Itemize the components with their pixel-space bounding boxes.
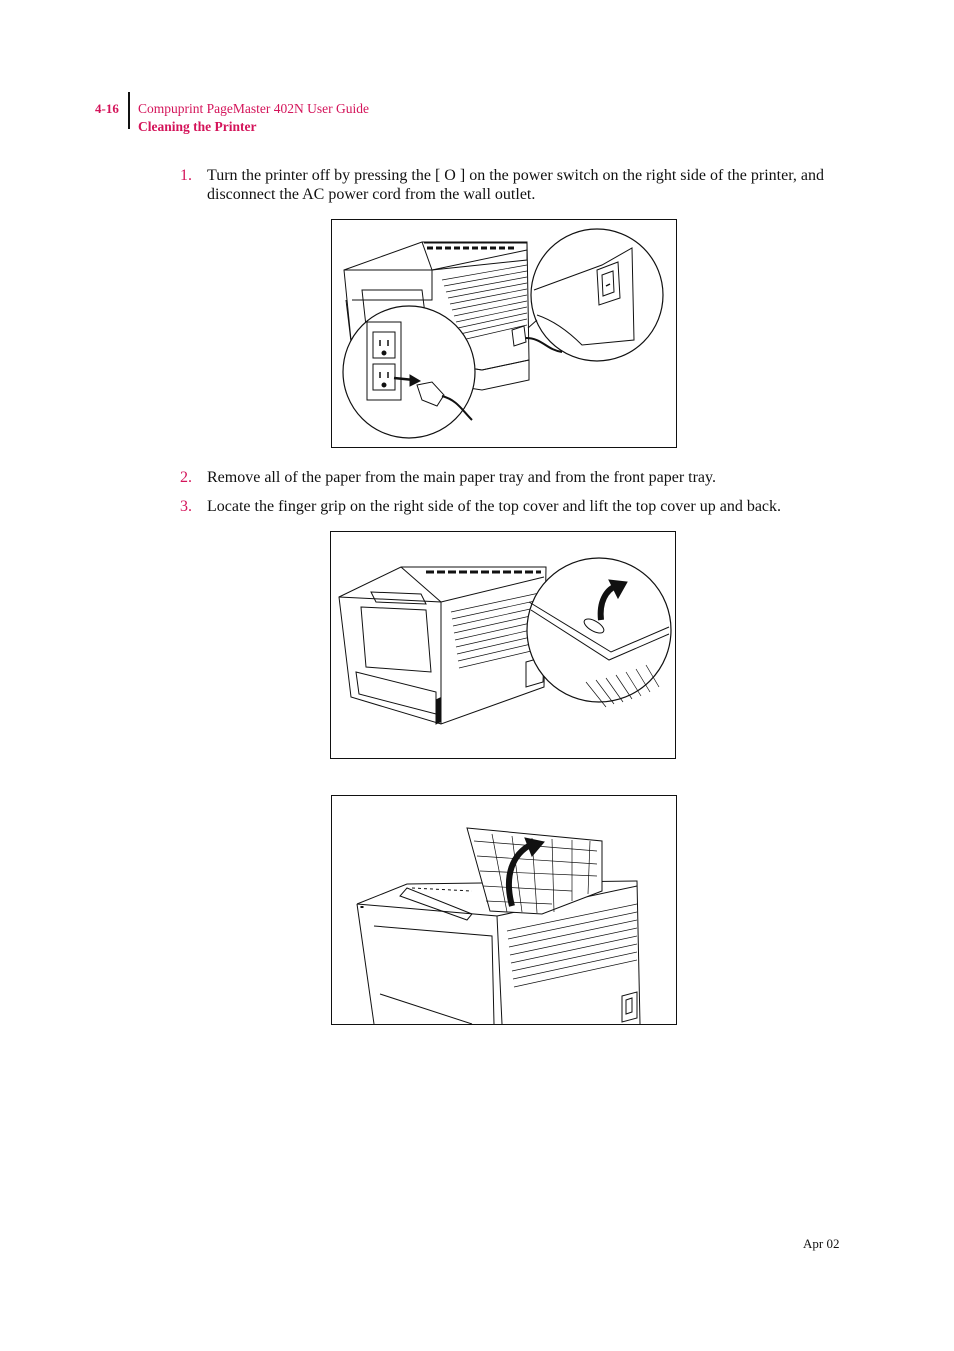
footer-date: Apr 02 <box>803 1236 840 1251</box>
step-text: Remove all of the paper from the main pa… <box>207 469 716 486</box>
lifted-cover <box>466 827 603 915</box>
step-text: Turn the printer off by pressing the [ O… <box>207 167 825 203</box>
section-title: Cleaning the Printer <box>138 119 257 134</box>
header-divider <box>128 92 130 129</box>
page-number: 4-16 <box>95 101 119 116</box>
step-number: 3. <box>180 498 192 515</box>
step-number: 2. <box>180 469 192 486</box>
step-text: Locate the finger grip on the right side… <box>207 498 782 515</box>
figure-finger-grip <box>330 531 676 759</box>
printer-illustration <box>338 566 547 725</box>
figure-power-off <box>331 219 677 448</box>
document-title: Compuprint PageMaster 402N User Guide <box>138 101 369 116</box>
step-number: 1. <box>180 167 192 184</box>
figure-lift-cover <box>331 795 677 1025</box>
